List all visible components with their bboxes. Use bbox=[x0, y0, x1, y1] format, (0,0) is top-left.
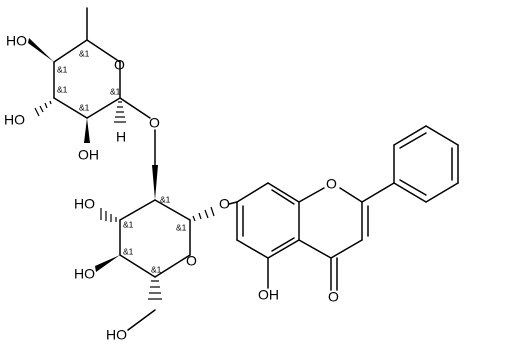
rhamnose-ring-bonds bbox=[53, 39, 121, 119]
atom-label-h-anomeric: H bbox=[116, 129, 126, 145]
atom-label-o-ketone: O bbox=[328, 289, 339, 305]
flavone-c-ring-bonds bbox=[298, 187, 369, 291]
atom-label-oh-rham-top: HO bbox=[6, 33, 27, 49]
stereo-label: &1 bbox=[123, 219, 134, 229]
rhamnose-oh-low-wedge bbox=[84, 118, 90, 143]
flavone-a-ring-bonds bbox=[236, 182, 300, 259]
atom-label-o-glc-ring: O bbox=[186, 253, 197, 269]
glycosidic-o-to-flavone-bond bbox=[228, 201, 238, 205]
flavone-phenyl-link bbox=[361, 182, 395, 203]
stereo-label: &1 bbox=[123, 246, 134, 256]
flavone-b-ring-bonds bbox=[393, 125, 459, 203]
atom-label-o-glycosidic-1: O bbox=[149, 115, 160, 131]
stereo-label: &1 bbox=[79, 102, 90, 112]
stereo-label: &1 bbox=[176, 222, 187, 232]
atom-label-oh-glc-4: HO bbox=[74, 266, 95, 282]
atom-label-oh-flavone-5: OH bbox=[258, 287, 279, 303]
glucose-ch2oh-hash bbox=[148, 280, 162, 300]
atom-label-oh-rham-mid: HO bbox=[4, 112, 25, 128]
rhamnose-oh-top-wedge bbox=[28, 38, 54, 62]
atom-label-oh-glc-6: HO bbox=[106, 327, 127, 343]
atom-label-oh-rham-low: OH bbox=[78, 147, 99, 163]
stereo-label: &1 bbox=[160, 194, 171, 204]
atom-label-oh-glc-3: HO bbox=[74, 196, 95, 212]
stereo-label: &1 bbox=[79, 48, 90, 58]
glucose-oh4-wedge bbox=[95, 255, 120, 272]
stereo-label: &1 bbox=[151, 264, 162, 274]
glucose-c2-wedge bbox=[152, 165, 158, 200]
atom-label-o-rham-ring: O bbox=[114, 57, 125, 73]
stereo-label: &1 bbox=[110, 86, 121, 96]
glucose-ring-bonds bbox=[119, 199, 191, 278]
rhamnose-o-glycosidic-bond bbox=[119, 97, 151, 119]
glucose-anomeric-hash bbox=[192, 206, 215, 222]
ch2-to-oh-bond bbox=[127, 309, 156, 331]
atom-label-o-flavone-ring: O bbox=[326, 176, 337, 192]
atom-label-o-glycosidic-2: O bbox=[219, 196, 230, 212]
glucose-oh3-hash bbox=[100, 208, 117, 222]
stereo-label: &1 bbox=[57, 64, 68, 74]
rhamnose-h-hash bbox=[114, 101, 126, 123]
rhamnose-oh-mid-hash bbox=[34, 100, 52, 117]
stereo-label: &1 bbox=[57, 84, 68, 94]
